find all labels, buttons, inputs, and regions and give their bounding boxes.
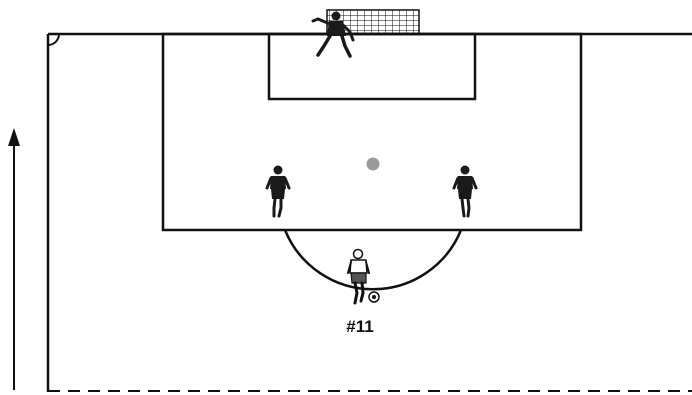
goal-area bbox=[269, 34, 475, 99]
arrow-up-icon bbox=[8, 128, 20, 390]
player-label: #11 bbox=[346, 317, 373, 336]
pitch-lines bbox=[48, 34, 692, 392]
corner-arc bbox=[48, 34, 59, 45]
defender-icon bbox=[454, 166, 476, 217]
penalty-spot-icon bbox=[367, 158, 380, 171]
defender-icon bbox=[267, 166, 289, 217]
attacker-icon bbox=[348, 250, 369, 304]
penalty-arc bbox=[285, 230, 461, 289]
soccer-ball-icon bbox=[369, 292, 379, 302]
penalty-area bbox=[163, 34, 581, 230]
